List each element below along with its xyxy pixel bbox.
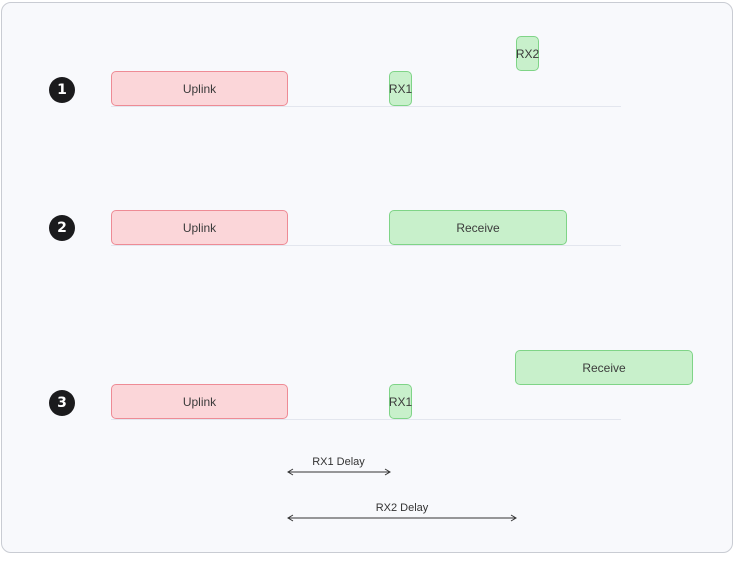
row-1-uplink-box: Uplink (111, 71, 288, 106)
row-3-timeline (111, 419, 621, 420)
row-1-number-badge: 1 (49, 77, 75, 103)
row-1-rx2-window: RX2 (516, 36, 539, 71)
row-2-number-badge: 2 (49, 215, 75, 241)
row-3-rx1-window: RX1 (389, 384, 412, 419)
rx2-delay-arrow (287, 514, 517, 522)
row-3-receive-box: Receive (515, 350, 693, 385)
row-1-timeline (111, 106, 621, 107)
row-2-timeline (111, 245, 621, 246)
rx1-delay-label: RX1 Delay (312, 456, 365, 468)
rx1-delay-arrow (287, 468, 391, 476)
row-1-rx1-window: RX1 (389, 71, 412, 106)
rx2-delay-label: RX2 Delay (375, 502, 429, 514)
row-3-uplink-box: Uplink (111, 384, 288, 419)
row-3-number-badge: 3 (49, 390, 75, 416)
row-2-uplink-box: Uplink (111, 210, 288, 245)
row-2-receive-box: Receive (389, 210, 567, 245)
